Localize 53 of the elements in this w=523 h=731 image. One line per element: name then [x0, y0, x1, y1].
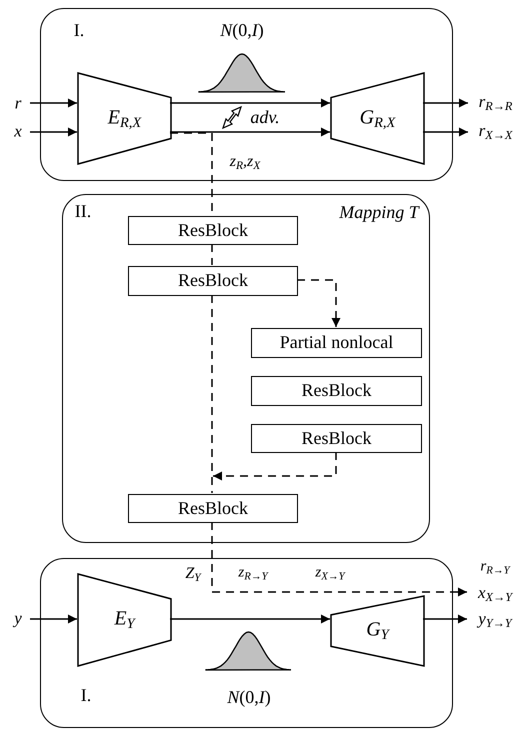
variable-name: z$_{R→Y}$ — [238, 564, 268, 584]
arrow — [423, 128, 468, 136]
arrow — [170, 98, 330, 108]
module-label: E$_{Y}$ — [114, 607, 135, 633]
panel-number: I. — [74, 21, 84, 41]
block-label: ResBlock — [302, 381, 372, 401]
variable-name: r$_{X→X}$ — [478, 122, 512, 142]
variable-name: r — [14, 94, 22, 114]
arrow — [423, 614, 467, 624]
module-label: E$_{R,X}$ — [108, 106, 142, 132]
arrow — [170, 128, 330, 136]
block-label: ResBlock — [178, 220, 248, 240]
variable-name: r$_{R→R}$ — [478, 92, 512, 114]
arrow — [170, 614, 330, 624]
block-box — [251, 424, 422, 453]
block-label: ResBlock — [302, 428, 372, 448]
encoder-trapezoid — [78, 73, 171, 164]
encoder-trapezoid — [78, 574, 171, 666]
variable-name: y$_{Y→Y}$ — [478, 610, 512, 630]
block-box — [128, 216, 298, 245]
panel-number: II. — [74, 202, 92, 222]
panel — [62, 194, 430, 543]
annotation-label: adv. — [250, 108, 280, 128]
decoder-trapezoid — [331, 596, 424, 666]
panel — [40, 558, 453, 728]
panel-number: I. — [80, 686, 92, 706]
arrow — [423, 98, 468, 108]
dashed-arrow — [211, 522, 467, 596]
arrow — [30, 128, 77, 136]
variable-name: y — [14, 610, 22, 628]
module-label: G$_{R,X}$ — [360, 106, 396, 132]
arrow — [30, 98, 77, 108]
variable-name: x$_{X→Y}$ — [478, 584, 512, 604]
distribution-label: N(0,I) — [227, 688, 271, 708]
arrow — [30, 614, 77, 624]
variable-name: x — [14, 122, 22, 142]
block-box — [251, 328, 422, 358]
block-box — [128, 266, 298, 296]
variable-name: r$_{R→Y}$ — [480, 558, 510, 578]
block-label: ResBlock — [178, 498, 248, 518]
distribution-label: N(0,I) — [220, 21, 264, 41]
gaussian-curve-drawing — [204, 629, 294, 710]
block-box — [251, 376, 422, 406]
block-label: Partial nonlocal — [280, 333, 394, 353]
block-label: ResBlock — [178, 271, 248, 291]
panel — [40, 8, 453, 181]
module-label: G$_{Y}$ — [366, 618, 389, 644]
block-box — [128, 494, 298, 523]
decoder-trapezoid — [331, 73, 424, 164]
dashed-arrow — [297, 279, 340, 327]
dashed-arrow — [213, 452, 337, 480]
variable-name: z$_{X→Y}$ — [315, 564, 345, 584]
panel-title: Mapping T — [339, 203, 419, 223]
